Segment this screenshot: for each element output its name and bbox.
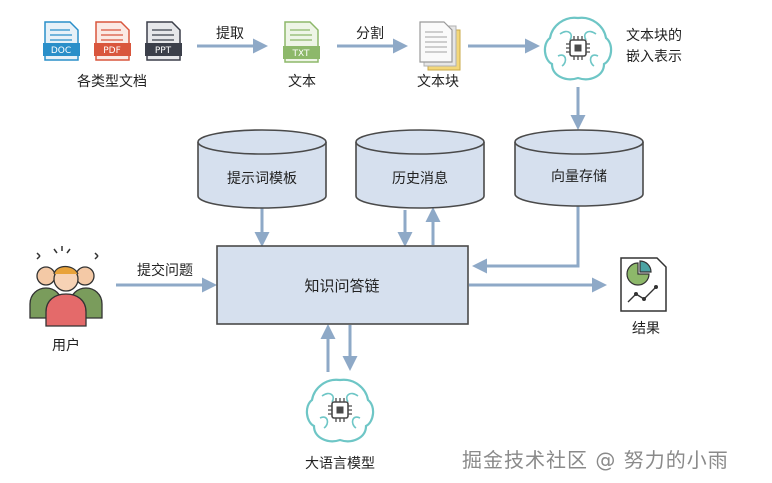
docs-node: DOC PDF PPT 各类型文档 <box>43 21 182 90</box>
prompt-template-cylinder: 提示词模板 <box>197 129 327 209</box>
doc-badge: DOC <box>51 46 71 56</box>
result-node: 结果 <box>620 257 667 337</box>
text-label: 文本 <box>288 74 316 90</box>
ppt-badge: PPT <box>155 46 172 56</box>
user-group-icon <box>29 246 103 327</box>
history-cylinder: 历史消息 <box>355 129 485 209</box>
edge-label-submit: 提交问题 <box>137 262 193 279</box>
pdf-badge: PDF <box>103 46 121 56</box>
vector-store-cylinder: 向量存储 <box>514 129 644 207</box>
stacked-pages-icon <box>419 21 461 71</box>
chunks-label: 文本块 <box>417 74 459 90</box>
text-node: TXT 文本 <box>283 21 320 90</box>
edge-label-extract: 提取 <box>216 26 244 42</box>
embedding-node: 文本块的 嵌入表示 <box>543 16 682 81</box>
qa-chain-label: 知识问答链 <box>304 277 379 295</box>
vector-store-label: 向量存储 <box>551 169 607 185</box>
doc-file-icon: DOC <box>43 21 80 61</box>
llm-node: 大语言模型 <box>305 378 375 472</box>
pdf-file-icon: PDF <box>94 21 131 61</box>
llm-label: 大语言模型 <box>305 456 375 472</box>
chunks-node: 文本块 <box>417 21 461 90</box>
txt-badge: TXT <box>291 49 310 59</box>
user-label: 用户 <box>52 337 80 354</box>
history-label: 历史消息 <box>392 170 448 187</box>
txt-file-icon: TXT <box>283 21 320 63</box>
edge-label-split: 分割 <box>356 25 384 42</box>
embedding-label-line1: 文本块的 <box>626 28 682 44</box>
prompt-template-label: 提示词模板 <box>227 171 297 187</box>
arrow-vector-store-to-chain <box>472 206 580 274</box>
brain-chip-icon <box>543 16 613 81</box>
user-node: 用户 <box>29 246 103 354</box>
docs-label: 各类型文档 <box>77 74 147 90</box>
edges <box>116 38 607 372</box>
qa-chain-box: 知识问答链 <box>216 245 469 325</box>
ppt-file-icon: PPT <box>145 21 182 61</box>
llm-brain-chip-icon <box>305 378 375 443</box>
embedding-label-line2: 嵌入表示 <box>626 49 682 65</box>
result-label: 结果 <box>632 321 660 337</box>
watermark: 掘金技术社区 @ 努力的小雨 <box>462 448 729 472</box>
report-chart-icon <box>620 257 667 312</box>
